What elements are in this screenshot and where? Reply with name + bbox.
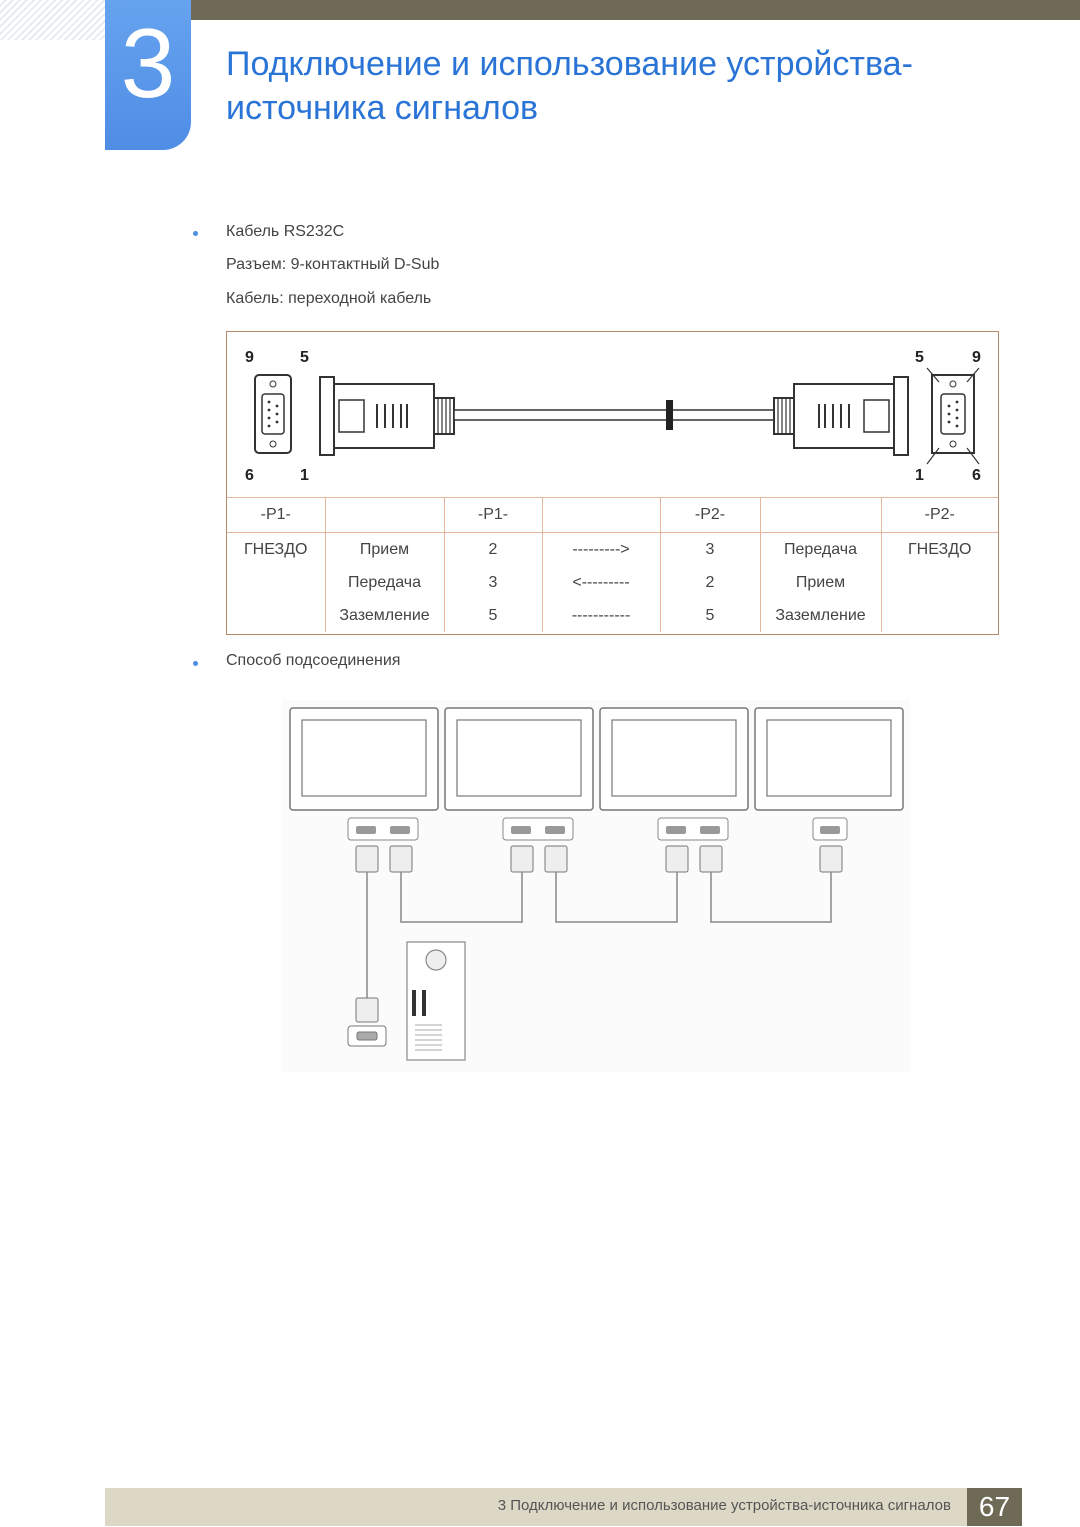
pin-label: 1 — [300, 467, 309, 484]
table-cell: 3 — [443, 566, 542, 599]
table-cell: Заземление — [759, 599, 881, 632]
bullet-icon — [193, 231, 198, 236]
table-cell — [880, 566, 998, 599]
table-cell: 2 — [443, 532, 542, 566]
table-cell: ГНЕЗДО — [880, 532, 998, 566]
page-title: Подключение и использование устройства- … — [226, 42, 1026, 130]
table-header-cell — [324, 497, 444, 533]
table-row: ГНЕЗДО Прием 2 ---------> 3 Передача ГНЕ… — [227, 532, 998, 566]
table-cell — [227, 599, 325, 632]
table-header-cell: -P1- — [227, 497, 325, 533]
table-cell: Прием — [759, 566, 881, 599]
pin-label: 6 — [972, 467, 981, 484]
table-cell: Прием — [324, 532, 444, 566]
table-header-cell — [541, 497, 660, 533]
chapter-badge: 3 — [105, 0, 191, 150]
connector-type-text: Разъем: 9-контактный D-Sub — [226, 256, 440, 273]
cable-illustration: 9 5 6 1 5 9 1 6 — [245, 349, 981, 484]
cable-type-text: Кабель: переходной кабель — [226, 290, 432, 307]
table-header-cell: -P2- — [880, 497, 998, 533]
header-decoration — [0, 0, 105, 40]
table-cell: ---------> — [541, 532, 660, 566]
monitor-3 — [599, 707, 749, 811]
connection-method-label: Способ подсоединения — [226, 652, 401, 669]
bullet-rs232c-label: Кабель RS232C — [226, 223, 345, 240]
chapter-number: 3 — [120, 8, 176, 118]
page-footer: 3 Подключение и использование устройства… — [105, 1488, 967, 1526]
table-header-cell — [759, 497, 881, 533]
table-header-cell: -P2- — [659, 497, 760, 533]
pin-label: 1 — [915, 467, 924, 484]
table-cell: 5 — [443, 599, 542, 632]
table-cell: 5 — [659, 599, 760, 632]
table-cell: <--------- — [541, 566, 660, 599]
pin-label: 9 — [972, 349, 981, 366]
pin-label: 9 — [245, 349, 254, 366]
connection-diagram — [282, 700, 910, 1072]
rs232c-cable-figure: 9 5 6 1 5 9 1 6 — [226, 331, 999, 635]
table-header-row: -P1- -P1- -P2- -P2- — [227, 497, 998, 533]
bullet-icon — [193, 661, 198, 666]
table-cell — [227, 566, 325, 599]
pin-label: 6 — [245, 467, 254, 484]
table-header-cell: -P1- — [443, 497, 542, 533]
page-number: 67 — [967, 1488, 1022, 1526]
table-row: Заземление 5 ----------- 5 Заземление — [227, 599, 998, 632]
pin-label: 5 — [300, 349, 309, 366]
table-cell: Передача — [324, 566, 444, 599]
pc-tower — [406, 941, 466, 1061]
table-row: Передача 3 <--------- 2 Прием — [227, 566, 998, 599]
table-cell: Передача — [759, 532, 881, 566]
table-cell: 3 — [659, 532, 760, 566]
page-title-line1: Подключение и использование устройства- — [226, 45, 913, 83]
table-cell: ----------- — [541, 599, 660, 632]
table-cell: Заземление — [324, 599, 444, 632]
table-cell: ГНЕЗДО — [244, 540, 308, 558]
monitor-2 — [444, 707, 594, 811]
monitor-4 — [754, 707, 904, 811]
table-cell — [880, 599, 998, 632]
table-cell: 2 — [659, 566, 760, 599]
pin-label: 5 — [915, 349, 924, 366]
footer-chapter-title: 3 Подключение и использование устройства… — [497, 1497, 951, 1514]
pinout-table: -P1- -P1- -P2- -P2- ГНЕЗДО Прием 2 -----… — [227, 497, 998, 632]
page-title-line2: источника сигналов — [226, 89, 539, 127]
header-bar — [190, 0, 1080, 20]
monitor-1 — [289, 707, 439, 811]
